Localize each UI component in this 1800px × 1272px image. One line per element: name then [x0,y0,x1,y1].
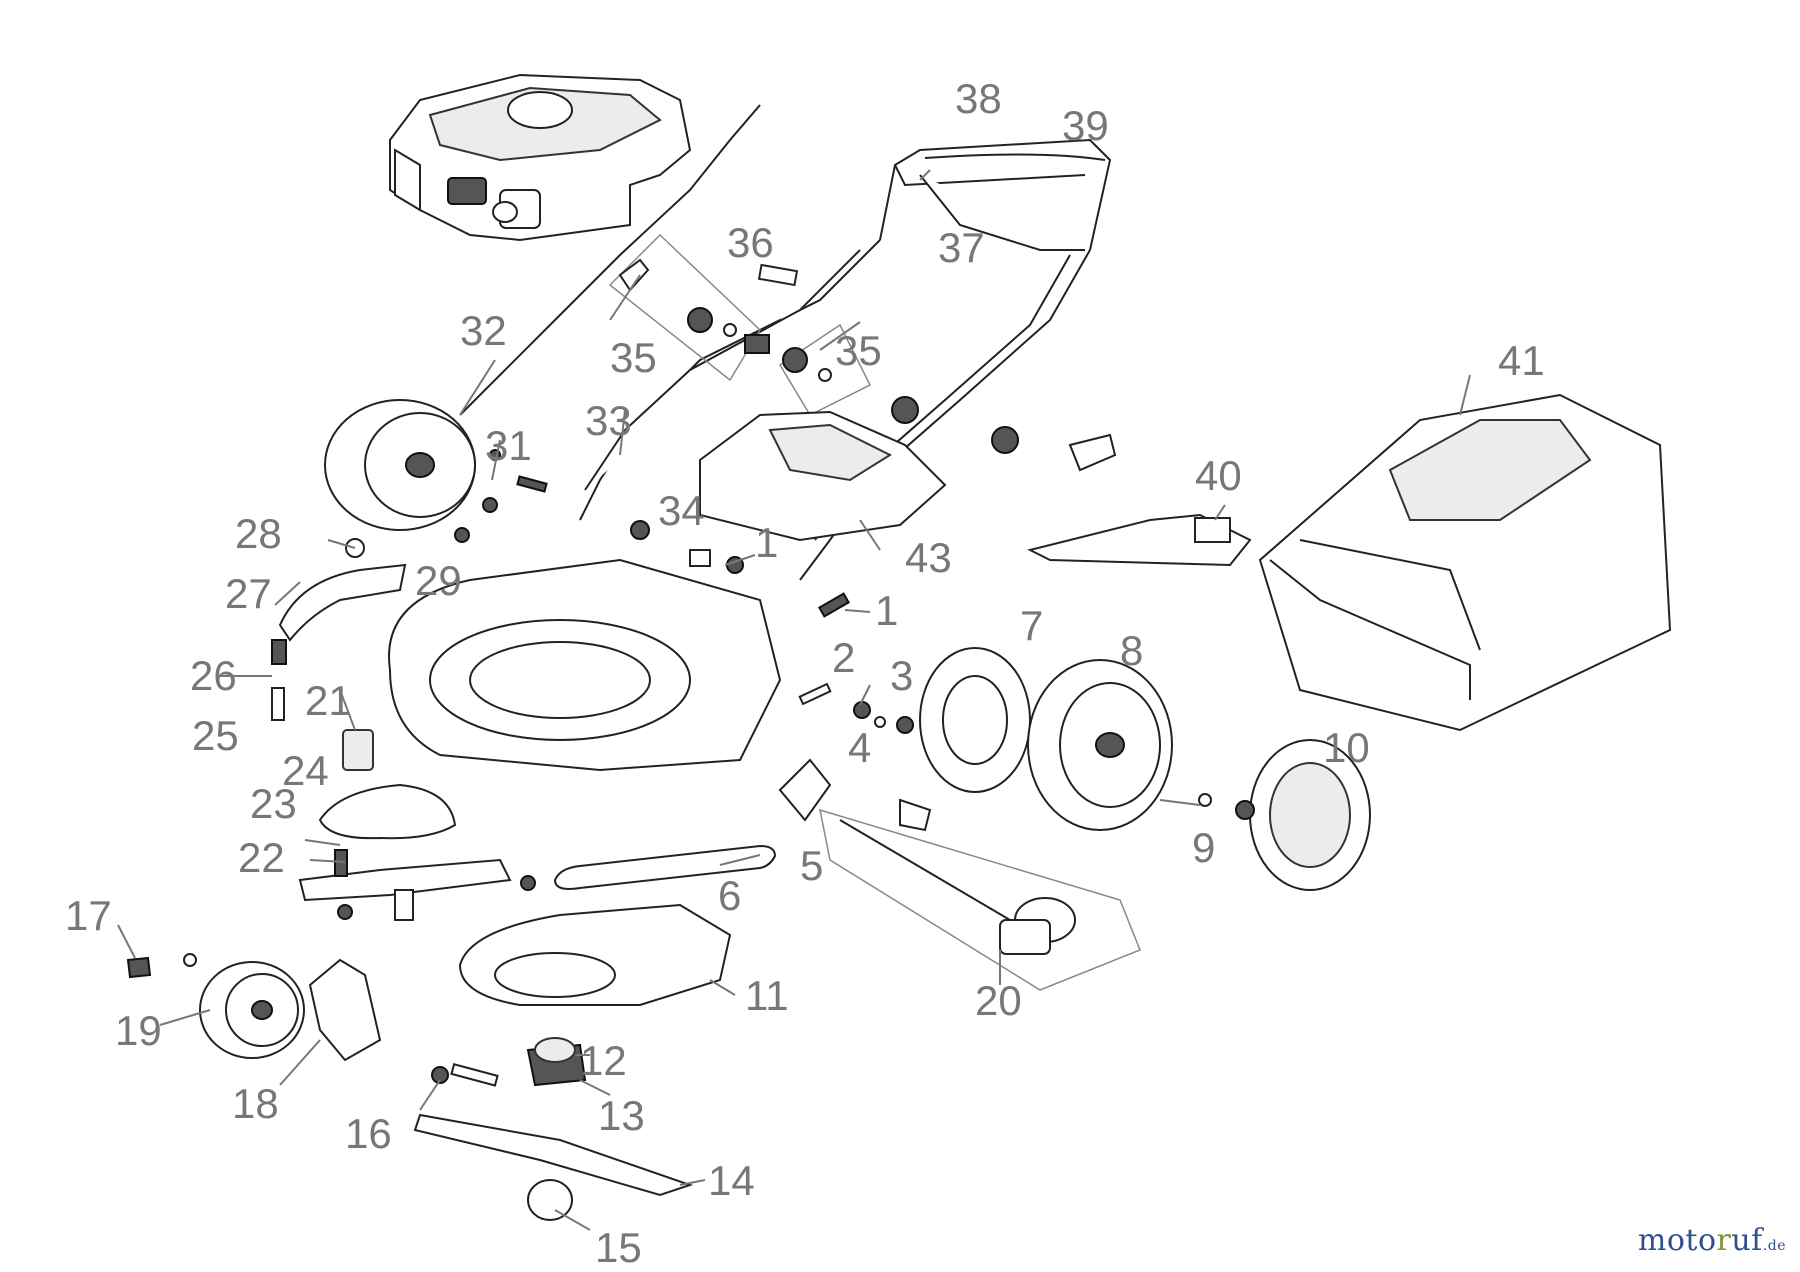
callout-2: 2 [832,634,855,681]
blade [413,1037,694,1221]
engine [389,73,692,242]
handle-clip [757,263,799,287]
callout-34: 34 [658,487,705,534]
fasteners [183,449,914,1087]
callout-21: 21 [305,677,352,724]
callout-26: 26 [190,652,237,699]
callout-labels: 1 1 2 3 4 5 6 7 8 9 10 11 12 13 14 15 16… [65,75,1545,1271]
callout-33: 33 [585,397,632,444]
callout-14: 14 [708,1157,755,1204]
callout-1b: 1 [875,587,898,634]
lever-pin [271,687,285,721]
callout-25: 25 [192,712,239,759]
callout-22: 22 [238,834,285,881]
callout-16: 16 [345,1110,392,1157]
watermark-part2: r [1716,1223,1732,1258]
callout-35a: 35 [610,334,657,381]
callout-17: 17 [65,892,112,939]
callout-24: 24 [282,747,329,794]
callout-32: 32 [460,307,507,354]
callout-4: 4 [848,724,871,771]
callout-18: 18 [232,1080,279,1127]
handle-fixing-kit-left [608,233,770,382]
lever-spring [271,639,287,665]
callout-3: 3 [890,652,913,699]
callout-9: 9 [1192,824,1215,871]
callout-27: 27 [225,570,272,617]
front-axle-assembly [298,729,512,921]
callout-29: 29 [415,557,462,604]
upper-handle [579,138,1112,581]
callout-19: 19 [115,1007,162,1054]
height-lever [278,563,407,642]
callout-41: 41 [1498,337,1545,384]
callout-43: 43 [905,534,952,581]
handle-fixing-kit-right [778,323,1117,472]
v-belt [553,844,777,890]
callout-13: 13 [598,1092,645,1139]
callout-28: 28 [235,510,282,557]
grass-catcher-bag [1258,393,1672,732]
watermark-part3: uf [1731,1223,1763,1258]
callout-6: 6 [718,872,741,919]
throttle-cable [459,104,761,416]
callout-31: 31 [485,422,532,469]
callout-8: 8 [1120,627,1143,674]
callout-35b: 35 [835,327,882,374]
rear-wheel-left [324,399,476,531]
callout-11: 11 [745,972,789,1019]
leader-lines [117,169,1471,1231]
callout-1a: 1 [755,519,778,566]
callout-37: 37 [938,224,985,271]
callout-23: 23 [250,780,297,827]
callout-36: 36 [727,219,774,266]
watermark-suffix: .de [1762,1238,1786,1254]
callout-39: 39 [1062,102,1109,149]
rear-wheel-right [919,647,1371,891]
mower-deck [388,558,782,772]
callout-12: 12 [580,1037,627,1084]
callout-15: 15 [595,1224,642,1271]
front-wheel [126,956,382,1062]
callout-10: 10 [1323,724,1370,771]
callout-38: 38 [955,75,1002,122]
blade-housing [458,903,732,1006]
watermark-part1: moto [1637,1223,1717,1258]
callout-5: 5 [800,842,823,889]
callout-40: 40 [1195,452,1242,499]
hub-bracket [778,758,832,822]
callout-20: 20 [975,977,1022,1024]
motoruf-watermark: motoruf.de [1638,1223,1786,1258]
callout-7: 7 [1020,602,1043,649]
drive-gearbox [819,798,1141,991]
